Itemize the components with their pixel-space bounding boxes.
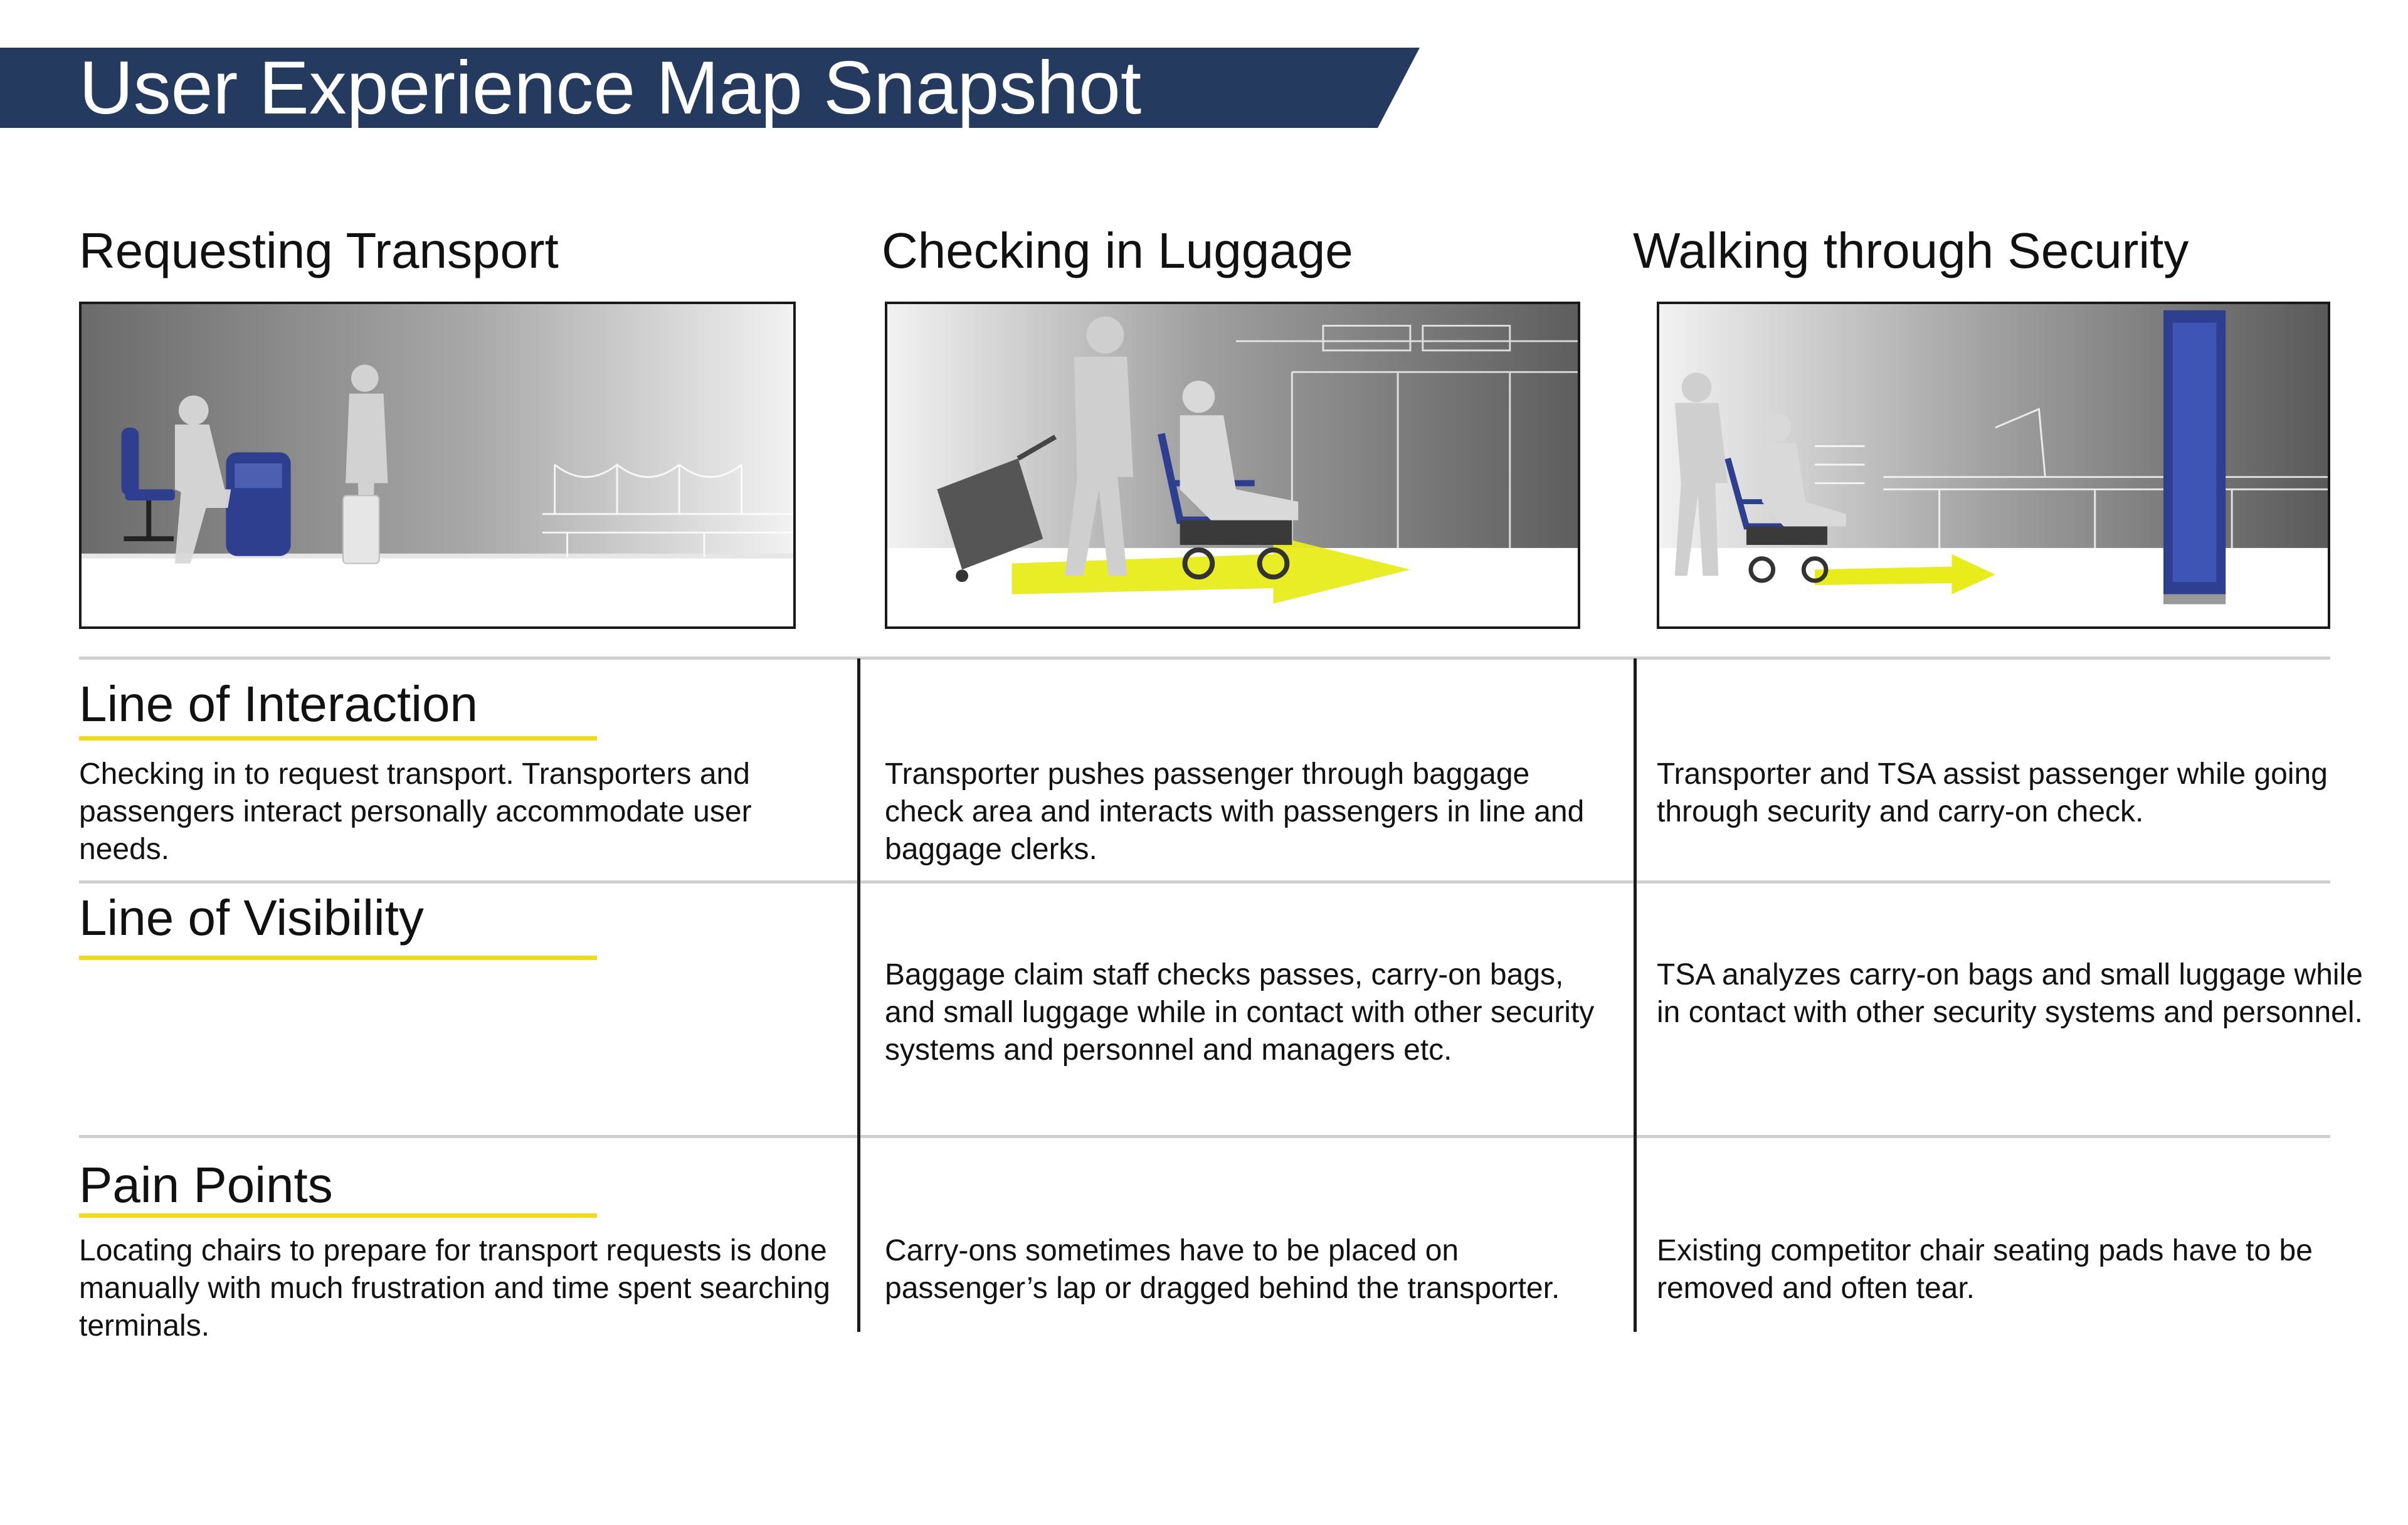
row-label-underline (79, 736, 597, 741)
row-divider-pain-points (79, 1135, 2330, 1138)
cell-visibility-walking-through-security: TSA analyzes carry-on bags and small lug… (1657, 958, 2363, 1029)
body-scanner-icon (2163, 310, 2226, 604)
cell-pain-checking-in-luggage: Carry-ons sometimes have to be placed on… (885, 1234, 1560, 1305)
rolling-suitcase-icon (937, 435, 1057, 583)
scene-requesting-transport-illustration (79, 302, 796, 629)
kiosk-icon (226, 452, 291, 556)
transporter-person-icon (1674, 372, 1728, 576)
scene-checking-in-luggage-illustration (885, 302, 1580, 629)
scene-walking-through-security-illustration (1657, 302, 2330, 629)
cell-visibility-checking-in-luggage: Baggage claim staff checks passes, carry… (885, 958, 1595, 1067)
airport-seating-icon (542, 463, 793, 557)
seated-person-icon (174, 395, 231, 564)
office-chair-icon (121, 427, 175, 542)
cell-interaction-walking-through-security: Transporter and TSA assist passenger whi… (1657, 757, 2328, 828)
row-label-underline (79, 1213, 597, 1218)
suitcase-icon (342, 495, 380, 564)
column-heading-requesting-transport: Requesting Transport (79, 223, 559, 278)
seated-passenger-icon (1761, 414, 1846, 527)
page-title: User Experience Map Snapshot (79, 46, 1142, 130)
security-conveyor-lines (1815, 408, 2328, 548)
check-in-counter-lines (1235, 324, 1578, 548)
transporter-person-icon (1064, 316, 1134, 576)
row-divider-interaction (79, 657, 2330, 660)
row-label-line-of-interaction: Line of Interaction (79, 676, 478, 732)
column-divider-1 (857, 658, 860, 1332)
transport-chair-icon (1724, 457, 1829, 583)
column-heading-checking-in-luggage: Checking in Luggage (882, 223, 1353, 278)
cell-interaction-checking-in-luggage: Transporter pushes passenger through bag… (885, 757, 1585, 866)
row-label-line-of-visibility: Line of Visibility (79, 890, 424, 946)
cell-pain-requesting-transport: Locating chairs to prepare for transport… (79, 1234, 830, 1343)
column-heading-walking-through-security: Walking through Security (1633, 223, 2189, 278)
title-banner (0, 48, 1420, 128)
row-label-pain-points: Pain Points (79, 1157, 333, 1213)
yellow-path-arrow (1815, 554, 1995, 594)
cell-interaction-requesting-transport: Checking in to request transport. Transp… (79, 757, 752, 866)
cell-pain-walking-through-security: Existing competitor chair seating pads h… (1657, 1234, 2313, 1305)
standing-person-icon (346, 364, 388, 564)
column-divider-2 (1634, 658, 1637, 1332)
seated-passenger-icon (1180, 381, 1299, 520)
row-divider-visibility (79, 880, 2330, 884)
row-label-underline (79, 956, 597, 960)
